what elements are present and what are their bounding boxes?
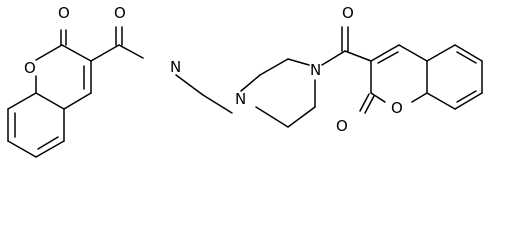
molecule-structure: O O O N N N O O O — [7, 4, 483, 158]
atom-o-keto-right: O — [336, 117, 348, 135]
bond — [259, 58, 289, 76]
atom-o-ketone: O — [342, 4, 354, 22]
bond — [287, 58, 310, 66]
bond — [398, 44, 428, 62]
bond — [90, 44, 120, 62]
atom-o-amide: O — [114, 4, 126, 22]
bond — [240, 74, 261, 92]
bond — [370, 44, 400, 62]
bond — [35, 92, 65, 110]
atom-n-piperazine-2: N — [310, 61, 321, 79]
atom-labels: O O O N N N O O O — [24, 4, 403, 135]
bond — [344, 50, 372, 62]
bond — [426, 92, 456, 110]
bond — [454, 92, 483, 110]
bond — [37, 136, 59, 150]
atom-o-lactone-left: O — [24, 59, 36, 77]
bond — [411, 92, 428, 103]
bond — [7, 92, 37, 110]
bond — [287, 106, 316, 128]
bond — [61, 44, 92, 62]
bond — [321, 50, 346, 66]
atom-n-amide: N — [170, 58, 181, 76]
bond — [35, 140, 65, 158]
bond — [118, 44, 144, 59]
bond — [175, 74, 204, 96]
bond — [377, 51, 399, 64]
bond — [63, 92, 92, 110]
atom-o-keto-left: O — [58, 4, 70, 22]
atom-n-piperazine-1: N — [235, 90, 246, 108]
bond — [359, 93, 370, 112]
bond — [255, 106, 289, 128]
bond — [7, 140, 37, 158]
atom-o-lactone-right: O — [391, 99, 403, 117]
bond — [370, 92, 386, 103]
bond — [426, 44, 456, 62]
bond — [454, 44, 483, 62]
bond — [35, 44, 63, 61]
bond — [364, 95, 375, 114]
bonds — [7, 26, 483, 158]
bond — [456, 51, 477, 64]
bond — [456, 90, 477, 103]
bond — [202, 94, 233, 114]
